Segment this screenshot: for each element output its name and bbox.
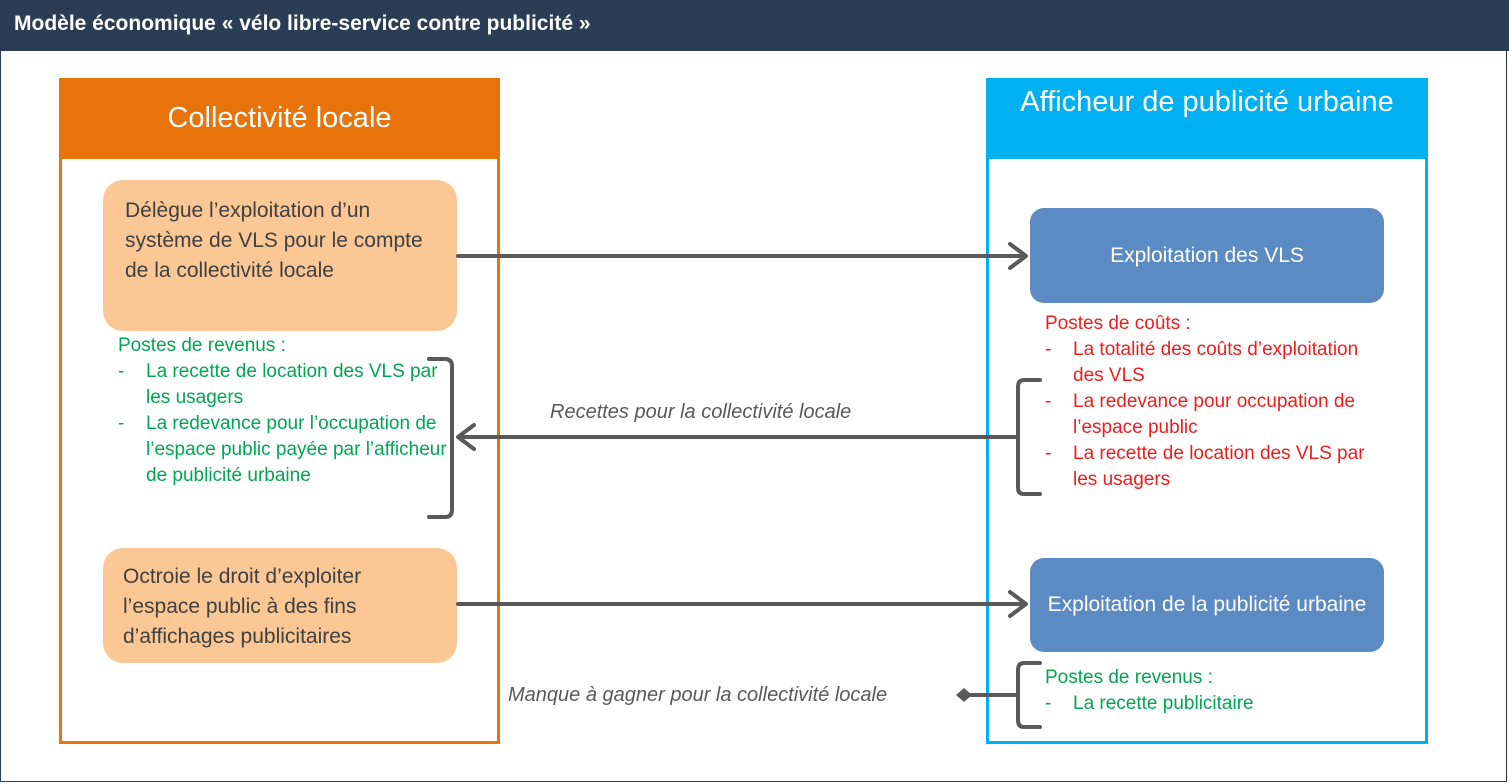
left-bracket <box>427 357 454 519</box>
right-revenue-text: La recette publicitaire <box>1073 693 1254 714</box>
recettes-label: Recettes pour la collectivité locale <box>550 401 852 423</box>
list-marker: - <box>118 413 125 434</box>
manque-diamond <box>956 688 972 702</box>
delegate-text: Délègue l’exploitation d’un système de V… <box>125 199 423 282</box>
vls-operation-text: Exploitation des VLS <box>1110 243 1304 267</box>
right-panel-header: Afficheur de publicité urbaine <box>986 78 1428 159</box>
grant-box: Octroie le droit d’exploiter l’espace pu… <box>103 548 457 663</box>
right-revenues-title: Postes de revenus : <box>1045 667 1213 688</box>
left-revenue-item: - La recette de location des VLS par les… <box>118 359 448 411</box>
recettes-arrowhead <box>456 423 476 451</box>
list-marker: - <box>1045 693 1052 714</box>
list-marker: - <box>118 361 125 382</box>
left-panel-header: Collectivité locale <box>59 78 500 159</box>
grant-arrowhead <box>1008 590 1028 618</box>
left-revenues-title: Postes de revenus : <box>118 335 286 356</box>
right-cost-item: - La recette de location des VLS par les… <box>1045 441 1385 493</box>
right-revenues-bracket <box>1016 661 1042 729</box>
delegate-arrowhead <box>1008 242 1028 270</box>
right-costs-title: Postes de coûts : <box>1045 313 1191 334</box>
ad-operation-box: Exploitation de la publicité urbaine <box>1030 558 1384 652</box>
right-costs-list: Postes de coûts : - La totalité des coût… <box>1045 311 1385 493</box>
vls-operation-box: Exploitation des VLS <box>1030 208 1384 303</box>
ad-operation-text: Exploitation de la publicité urbaine <box>1047 593 1367 616</box>
list-marker: - <box>1045 391 1052 412</box>
right-cost-text: La totalité des coûts d’exploitation des… <box>1073 339 1359 386</box>
right-revenue-item: - La recette publicitaire <box>1045 691 1385 717</box>
right-cost-item: - La redevance pour occupation de l’espa… <box>1045 389 1385 441</box>
right-revenues-list: Postes de revenus : - La recette publici… <box>1045 665 1385 717</box>
list-marker: - <box>1045 443 1052 464</box>
left-revenues-list: Postes de revenus : - La recette de loca… <box>118 333 448 489</box>
left-revenue-text: La recette de location des VLS par les u… <box>146 361 438 408</box>
left-revenue-item: - La redevance pour l’occupation de l’es… <box>118 411 448 489</box>
right-cost-text: La recette de location des VLS par les u… <box>1073 443 1365 490</box>
right-cost-text: La redevance pour occupation de l’espace… <box>1073 391 1356 438</box>
left-revenue-text: La redevance pour l’occupation de l’espa… <box>146 413 447 486</box>
page-title: Modèle économique « vélo libre-service c… <box>14 12 591 35</box>
right-costs-bracket <box>1016 378 1042 496</box>
left-panel-title: Collectivité locale <box>167 102 392 134</box>
right-cost-item: - La totalité des coûts d’exploitation d… <box>1045 337 1385 389</box>
right-panel-title: Afficheur de publicité urbaine <box>1020 86 1394 118</box>
delegate-box: Délègue l’exploitation d’un système de V… <box>103 180 457 331</box>
list-marker: - <box>1045 339 1052 360</box>
manque-label: Manque à gagner pour la collectivité loc… <box>508 684 888 706</box>
title-bar: Modèle économique « vélo libre-service c… <box>0 0 1509 51</box>
grant-text: Octroie le droit d’exploiter l’espace pu… <box>123 565 362 648</box>
